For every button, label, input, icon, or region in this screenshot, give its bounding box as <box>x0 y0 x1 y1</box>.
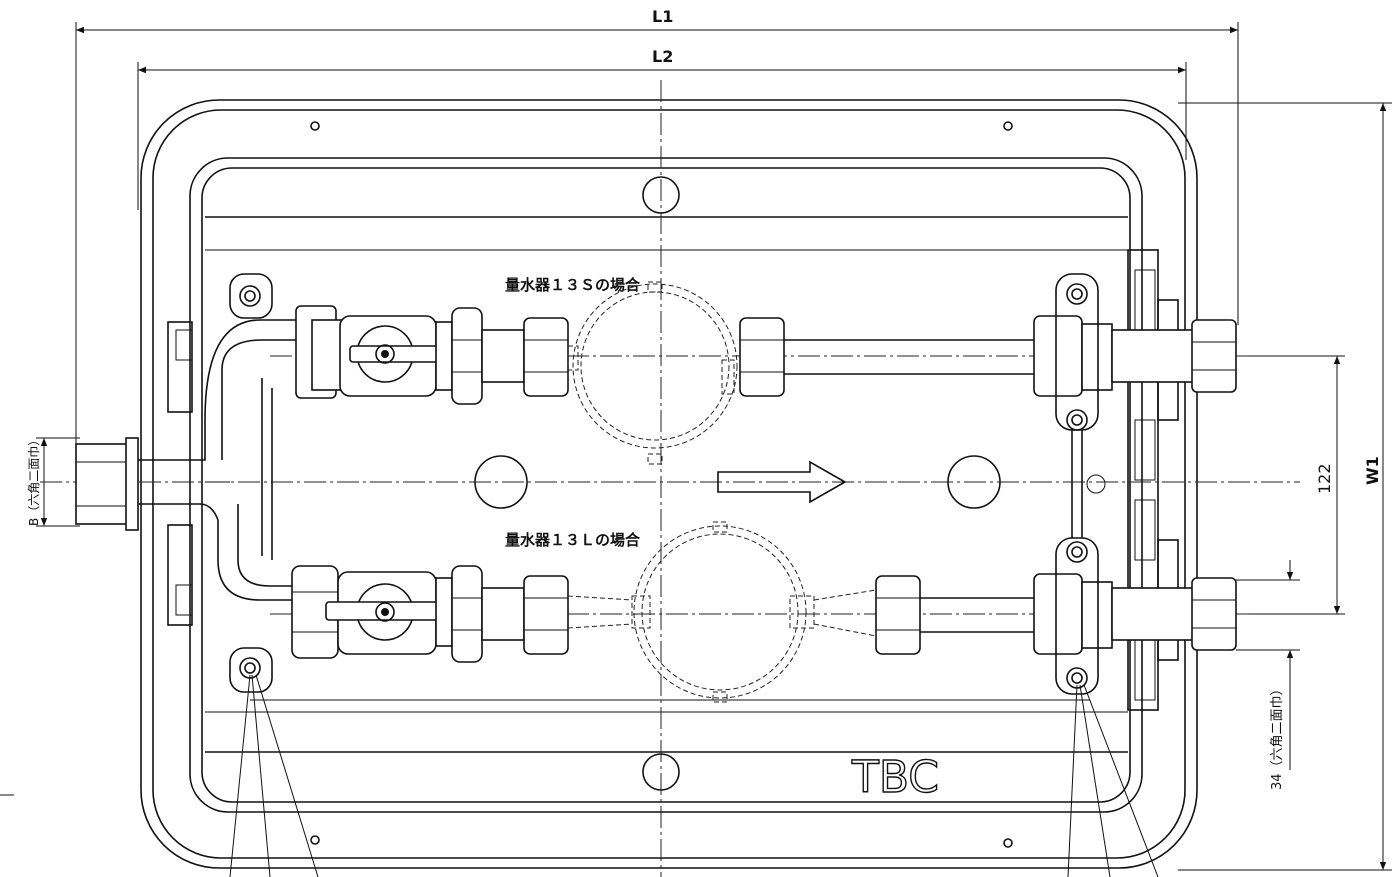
meter-13l-label: 量水器１３Ｌの場合 <box>505 531 641 549</box>
flow-arrow <box>717 460 847 504</box>
dimension-w1: W1 <box>1178 102 1392 871</box>
inlet-fitting <box>75 319 300 601</box>
dimension-l1-label: L1 <box>652 7 673 26</box>
box-inner-frame <box>189 157 1143 813</box>
right-side-tabs <box>1127 249 1179 711</box>
bracket-plates <box>229 273 1099 695</box>
dimension-w1-label: W1 <box>1363 456 1382 485</box>
dimension-34-label: 34（六角二面巾） <box>1270 682 1285 790</box>
upper-branch <box>295 305 1237 405</box>
lower-branch <box>291 565 1237 663</box>
dimension-b-label: B（六角二面巾） <box>27 434 41 526</box>
left-side-tabs <box>167 321 193 626</box>
box-outer-frame <box>140 99 1198 869</box>
meter-13s-outline: 量水器１３Ｓの場合 <box>505 276 738 465</box>
dimension-34-hex: 34（六角二面巾） <box>1236 560 1300 790</box>
dimension-b-hex: B（六角二面巾） <box>27 434 80 527</box>
dimension-122-label: 122 <box>1315 463 1334 494</box>
dimension-l2-label: L2 <box>652 47 673 66</box>
leader-lines <box>229 674 1159 877</box>
meter-13s-label: 量水器１３Ｓの場合 <box>505 276 641 294</box>
brand-label: TBC <box>851 752 939 803</box>
dimension-l1: L1 <box>75 7 1239 445</box>
meter-13l-outline: 量水器１３Ｌの場合 <box>505 521 877 703</box>
dimension-122: 122 <box>1236 355 1345 615</box>
dimension-l2: L2 <box>137 47 1187 210</box>
mounting-holes <box>310 121 1106 848</box>
